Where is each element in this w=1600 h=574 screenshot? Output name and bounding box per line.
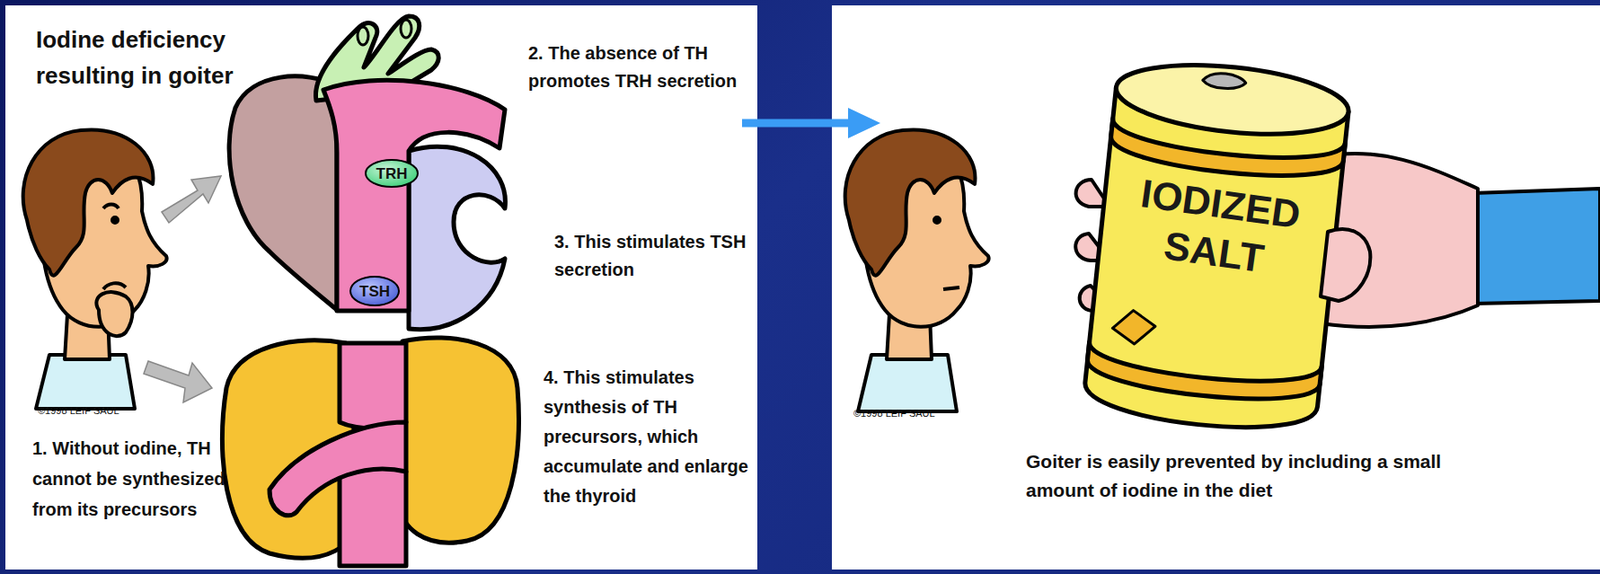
right-panel	[831, 5, 1600, 570]
step-note: 2. The absence of TH promotes TRH secret…	[528, 39, 753, 96]
step-note: 1. Without iodine, TH cannot be synthesi…	[32, 433, 226, 525]
step-note: 3. This stimulates TSH secretion	[554, 228, 752, 284]
diagram-title: Iodine deficiency resulting in goiter	[35, 21, 245, 94]
thumb	[1320, 229, 1371, 301]
green-loops	[357, 19, 412, 45]
hormone-oval: TSH	[348, 274, 401, 308]
brain-pituitary	[229, 16, 505, 330]
worried-person	[23, 129, 168, 409]
caption: Goiter is easily prevented by including …	[1025, 447, 1458, 505]
hormone-name: TSH	[359, 282, 390, 301]
salt-can	[1081, 54, 1352, 437]
hormone-name: TRH	[376, 165, 408, 183]
step-note: 4. This stimulates synthesis of TH precu…	[543, 362, 749, 512]
neutral-person	[845, 129, 990, 412]
copyright: ©1998 LEIF SAUL	[37, 405, 164, 417]
hormone-oval: TRH	[363, 158, 420, 189]
can-label: IODIZED SALT	[1108, 166, 1327, 292]
left-panel	[5, 5, 758, 570]
thyroid	[221, 337, 519, 566]
pointer-arrow	[143, 176, 221, 403]
panel-arrow	[742, 107, 881, 139]
copyright: ©1998 LEIF SAUL	[853, 407, 980, 420]
